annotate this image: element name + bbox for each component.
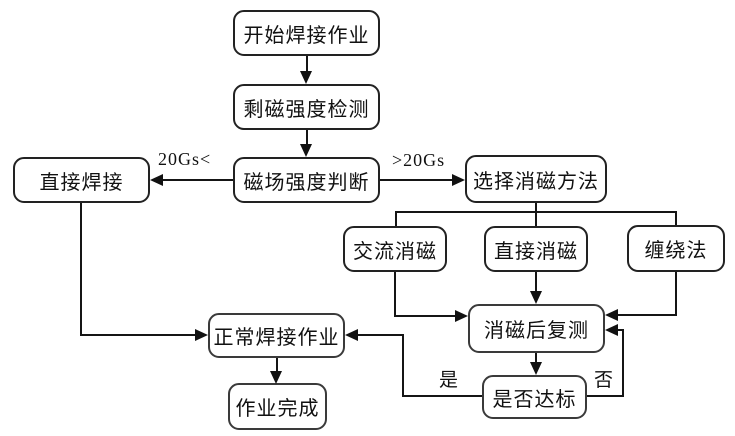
line-start-to-detect <box>306 56 308 72</box>
node-operation-complete: 作业完成 <box>228 383 327 430</box>
line-direct-demag-to-retest <box>535 272 537 292</box>
line-normal-to-done <box>276 358 278 372</box>
line-judge-to-direct-weld <box>163 179 233 181</box>
arrowhead-right-icon <box>452 174 465 186</box>
line-split-to-ac-demag <box>395 211 397 226</box>
arrowhead-left-icon <box>605 309 618 321</box>
node-direct-demagnetization: 直接消磁 <box>484 226 588 272</box>
node-start-welding: 开始焊接作业 <box>233 10 380 56</box>
arrowhead-down-icon <box>270 371 282 384</box>
edge-label-below-threshold: 20Gs< <box>158 149 212 169</box>
node-residual-magnetism-detection: 剩磁强度检测 <box>233 84 380 130</box>
arrowhead-left-icon <box>605 324 618 336</box>
node-field-strength-judgment: 磁场强度判断 <box>233 157 380 203</box>
line-direct-weld-down <box>80 203 82 336</box>
line-direct-weld-to-normal <box>80 334 196 336</box>
arrowhead-down-icon <box>300 71 312 84</box>
line-winding-down <box>675 272 677 316</box>
line-split-to-direct-demag <box>535 211 537 226</box>
line-ac-demag-down <box>394 272 396 317</box>
line-check-yes-up <box>402 334 404 397</box>
line-choose-stem <box>535 203 537 213</box>
arrowhead-down-icon <box>300 144 312 157</box>
line-retest-to-check <box>535 353 537 363</box>
arrowhead-right-icon <box>455 310 468 322</box>
node-direct-welding: 直接焊接 <box>13 157 150 203</box>
line-ac-demag-to-retest <box>394 315 455 317</box>
edge-label-yes: 是 <box>439 370 460 391</box>
line-winding-to-retest <box>616 314 677 316</box>
line-split-to-winding <box>675 211 677 225</box>
node-winding-method: 缠绕法 <box>627 225 725 272</box>
node-meets-standard-check: 是否达标 <box>482 375 587 419</box>
line-check-yes-bottom <box>403 395 482 397</box>
line-judge-to-choose <box>380 179 452 181</box>
arrowhead-left-icon <box>345 329 358 341</box>
arrowhead-down-icon <box>530 291 542 304</box>
line-check-no-to-retest <box>616 329 624 331</box>
node-normal-welding: 正常焊接作业 <box>208 313 345 358</box>
line-check-no-up <box>622 329 624 397</box>
node-choose-demag-method: 选择消磁方法 <box>465 155 607 203</box>
node-retest-after-demag: 消磁后复测 <box>468 304 605 353</box>
node-ac-demagnetization: 交流消磁 <box>343 226 447 272</box>
edge-label-no: 否 <box>594 370 615 391</box>
arrowhead-left-icon <box>150 174 163 186</box>
line-check-yes-to-normal <box>358 334 404 336</box>
line-check-no-bottom <box>587 395 624 397</box>
arrowhead-down-icon <box>530 362 542 375</box>
line-detect-to-judge <box>306 130 308 145</box>
edge-label-above-threshold: >20Gs <box>392 150 446 170</box>
arrowhead-right-icon <box>195 329 208 341</box>
